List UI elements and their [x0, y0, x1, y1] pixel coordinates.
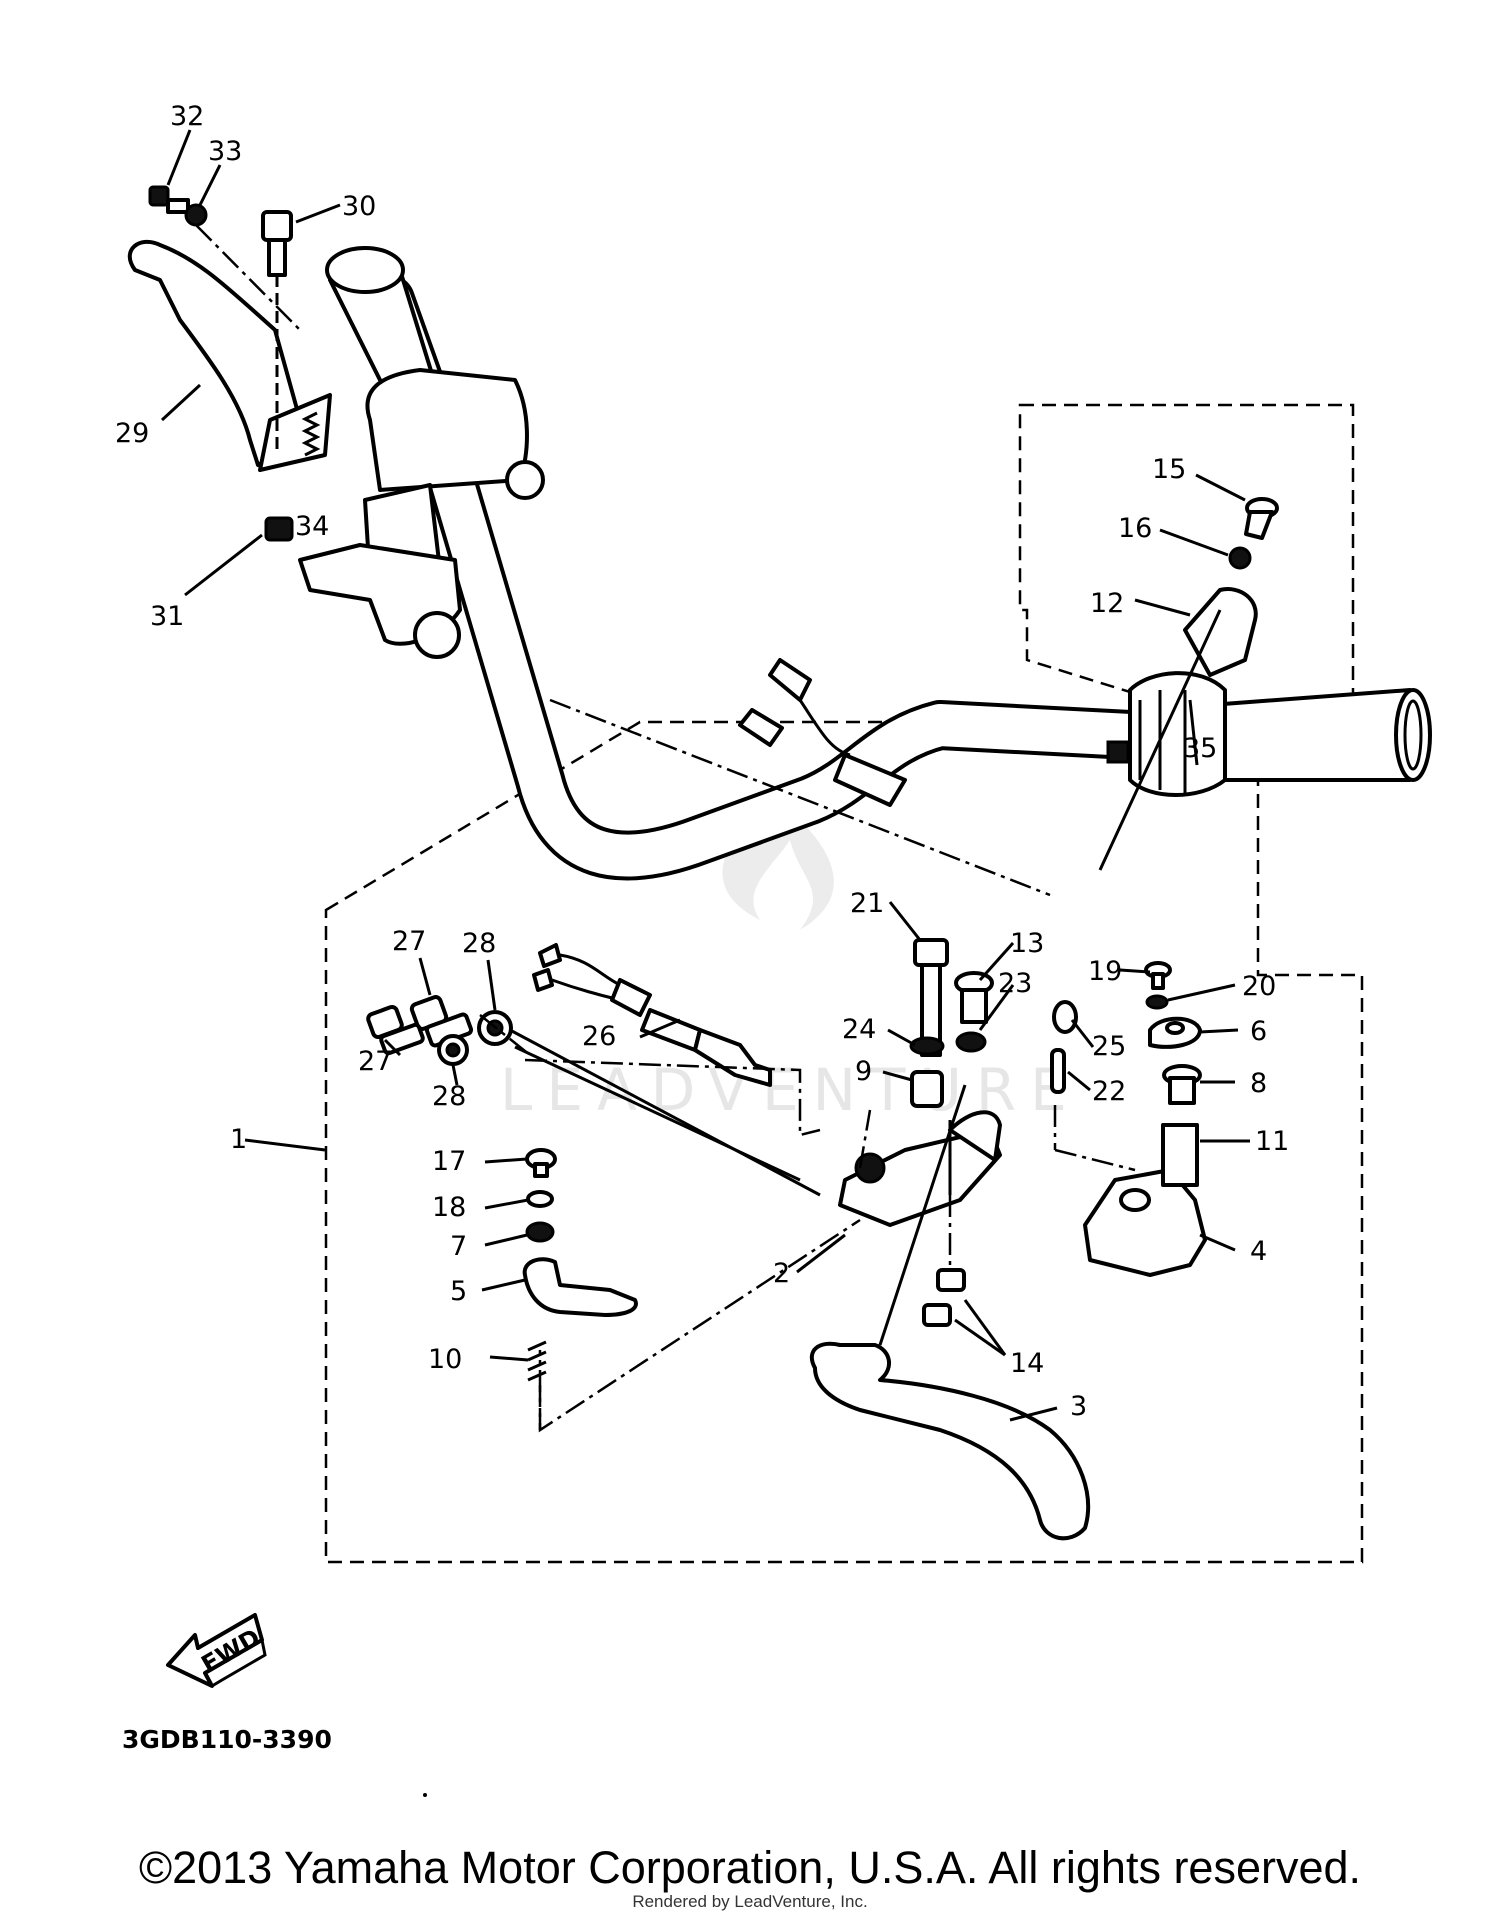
part-18-washer [526, 1190, 554, 1208]
callout-9: 9 [855, 1056, 872, 1087]
part-2-holder [838, 1110, 1002, 1227]
rendered-by-notice: Rendered by LeadVenture, Inc. [632, 1892, 868, 1911]
callout-27-lower: 27 [358, 1046, 392, 1077]
callout-28-lower: 28 [432, 1081, 466, 1112]
callout-1: 1 [230, 1124, 247, 1155]
part-15-screw [1244, 497, 1279, 540]
part-26-wire [532, 943, 772, 1087]
callout-32: 32 [170, 101, 204, 132]
fwd-arrow-icon: FWD [166, 1613, 267, 1688]
callout-11: 11 [1255, 1126, 1289, 1157]
part-7-washer [525, 1221, 555, 1243]
assembly-35-outline [1018, 403, 1355, 735]
callout-20: 20 [1242, 971, 1276, 1002]
part-24-washer [909, 1036, 945, 1056]
part-20-washer [1145, 994, 1169, 1010]
part-10-spring [527, 1340, 547, 1382]
part-31-nut [264, 516, 294, 542]
callout-19: 19 [1088, 956, 1122, 987]
part-12-bracket [1183, 587, 1258, 677]
callout-14: 14 [1010, 1348, 1044, 1379]
callout-12: 12 [1090, 588, 1124, 619]
diagram-code: 3GDB110-3390 [122, 1725, 332, 1754]
callout-6: 6 [1250, 1016, 1267, 1047]
callout-21: 21 [850, 888, 884, 919]
callout-33: 33 [208, 136, 242, 167]
part-34-spring [301, 411, 321, 457]
callout-25: 25 [1092, 1031, 1126, 1062]
part-9-collar [910, 1070, 944, 1108]
callout-8: 8 [1250, 1068, 1267, 1099]
callout-13: 13 [1010, 928, 1044, 959]
callout-18: 18 [432, 1192, 466, 1223]
part-22-pin [1050, 1048, 1066, 1094]
part-4-housing [1083, 1168, 1207, 1277]
callout-26: 26 [582, 1021, 616, 1052]
wiring-connectors-upper [738, 658, 907, 807]
callout-4: 4 [1250, 1236, 1267, 1267]
copyright-notice: ©2013 Yamaha Motor Corporation, U.S.A. A… [138, 1842, 1362, 1893]
callout-27-upper: 27 [392, 926, 426, 957]
callout-5: 5 [450, 1276, 467, 1307]
callout-23: 23 [998, 968, 1032, 999]
callout-labels: 32 33 30 29 34 31 15 16 12 35 21 13 23 2… [115, 101, 1289, 1422]
callout-34: 34 [295, 511, 329, 542]
part-8-pin [1162, 1064, 1202, 1105]
part-32-bolt [148, 185, 190, 214]
left-switch-housing [298, 368, 545, 659]
callout-7: 7 [450, 1231, 467, 1262]
callout-24: 24 [842, 1014, 876, 1045]
callout-15: 15 [1152, 454, 1186, 485]
callout-28-upper: 28 [462, 928, 496, 959]
part-14-nuts [922, 1268, 966, 1327]
handlebar [325, 246, 1432, 881]
callout-16: 16 [1118, 513, 1152, 544]
callout-17: 17 [432, 1146, 466, 1177]
leader-lines [160, 129, 1250, 1422]
part-19-screw [1144, 961, 1172, 990]
callout-10: 10 [428, 1344, 462, 1375]
stray-mark [423, 1793, 427, 1797]
part-30-bolt [261, 210, 293, 450]
part-35-switch [1106, 671, 1227, 797]
part-23-nut [955, 1031, 987, 1053]
callout-35: 35 [1183, 733, 1217, 764]
callout-29: 29 [115, 418, 149, 449]
callout-30: 30 [342, 191, 376, 222]
callout-3: 3 [1070, 1391, 1087, 1422]
part-16-washer [1228, 546, 1252, 570]
part-17-screw [525, 1148, 557, 1178]
callout-22: 22 [1092, 1076, 1126, 1107]
part-21-bolt [913, 938, 949, 1057]
part-13-bolt [954, 971, 994, 1024]
part-5-lever [522, 1257, 638, 1317]
callout-2: 2 [773, 1258, 790, 1289]
part-25-plug [1052, 1000, 1078, 1034]
callout-31: 31 [150, 601, 184, 632]
part-33-washer [184, 203, 208, 227]
part-3-lever [809, 1341, 1091, 1541]
